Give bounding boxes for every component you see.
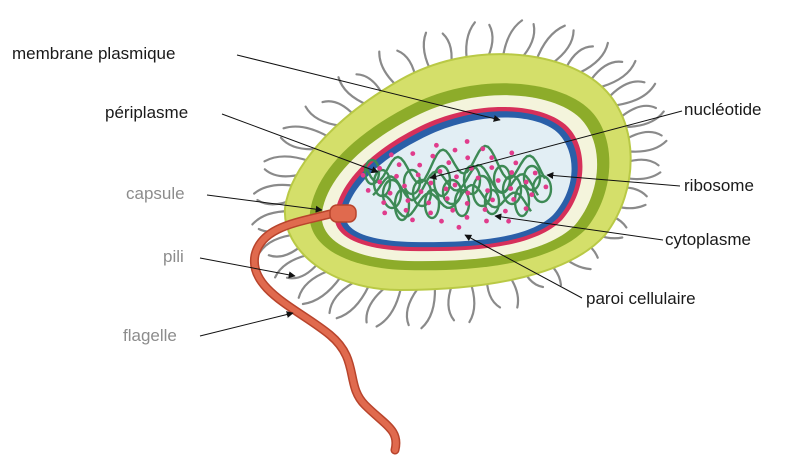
label-membrane-plasmique: membrane plasmique (12, 44, 175, 63)
ribosome (489, 155, 494, 160)
ribosome (382, 211, 387, 216)
pilus (627, 132, 662, 139)
pilus (287, 263, 318, 278)
label-nucleotide: nucléotide (684, 100, 762, 119)
ribosome (466, 191, 471, 196)
ribosome (454, 174, 459, 179)
label-capsule: capsule (126, 184, 185, 203)
ribosome (508, 186, 513, 191)
pilus (323, 101, 355, 115)
ribosome (490, 198, 495, 203)
pilus (611, 81, 645, 95)
label-ribosome: ribosome (684, 176, 754, 195)
ribosome (457, 225, 462, 230)
pilus (566, 46, 593, 67)
label-flagelle: flagelle (123, 326, 177, 345)
pilus (421, 287, 435, 328)
ribosome (453, 148, 458, 153)
pilus (377, 289, 401, 326)
ribosome (529, 192, 534, 197)
ribosome (544, 185, 549, 190)
ribosome (445, 196, 450, 201)
ribosome (476, 176, 481, 181)
ribosome (503, 209, 508, 214)
ribosome (450, 208, 455, 213)
ribosome (453, 183, 458, 188)
ribosome (361, 173, 366, 178)
ribosome (428, 211, 433, 216)
pilus (407, 289, 418, 325)
leader-flagelle (200, 313, 293, 336)
pilus (625, 141, 666, 152)
label-pili: pili (163, 247, 184, 266)
ribosome (366, 188, 371, 193)
ribosome (430, 154, 435, 159)
ribosome (388, 191, 393, 196)
ribosome (496, 178, 501, 183)
ribosome (511, 197, 516, 202)
pilus (284, 127, 329, 138)
ribosome (446, 160, 451, 165)
ribosome (410, 218, 415, 223)
ribosome (465, 139, 470, 144)
ribosome (483, 207, 488, 212)
ribosome (465, 215, 470, 220)
label-paroi-cellulaire: paroi cellulaire (586, 289, 696, 308)
label-cytoplasme: cytoplasme (665, 230, 751, 249)
ribosome (434, 143, 439, 148)
pilus (623, 106, 656, 116)
ribosome (426, 200, 431, 205)
ribosome (509, 170, 514, 175)
pilus (448, 284, 454, 320)
ribosome (485, 188, 490, 193)
leader-pili (200, 258, 295, 276)
label-periplasme: périplasme (105, 103, 188, 122)
ribosome (465, 155, 470, 160)
ribosome (402, 184, 407, 189)
ribosome (533, 171, 538, 176)
ribosome (417, 163, 422, 168)
ribosome (394, 174, 399, 179)
ribosome (410, 151, 415, 156)
ribosome (377, 180, 382, 185)
ribosome (524, 180, 529, 185)
ribosome (404, 208, 409, 213)
pilus (265, 156, 310, 161)
ribosome (428, 181, 433, 186)
ribosome (444, 187, 449, 192)
ribosome (377, 166, 382, 171)
pilus (366, 288, 384, 322)
ribosome (480, 146, 485, 151)
ribosome (524, 206, 529, 211)
ribosome (419, 189, 424, 194)
ribosome (439, 219, 444, 224)
pilus (592, 62, 623, 79)
ribosome (506, 219, 511, 224)
ribosome (509, 151, 514, 156)
pilus (306, 107, 341, 126)
ribosome (484, 219, 489, 224)
ribosome (406, 198, 411, 203)
ribosome (513, 161, 518, 166)
ribosome (438, 169, 443, 174)
ribosome (381, 200, 386, 205)
ribosome (416, 173, 421, 178)
flagellum-base (330, 205, 356, 222)
ribosome (397, 162, 402, 167)
ribosome (489, 165, 494, 170)
ribosome (465, 201, 470, 206)
ribosome (389, 152, 394, 157)
